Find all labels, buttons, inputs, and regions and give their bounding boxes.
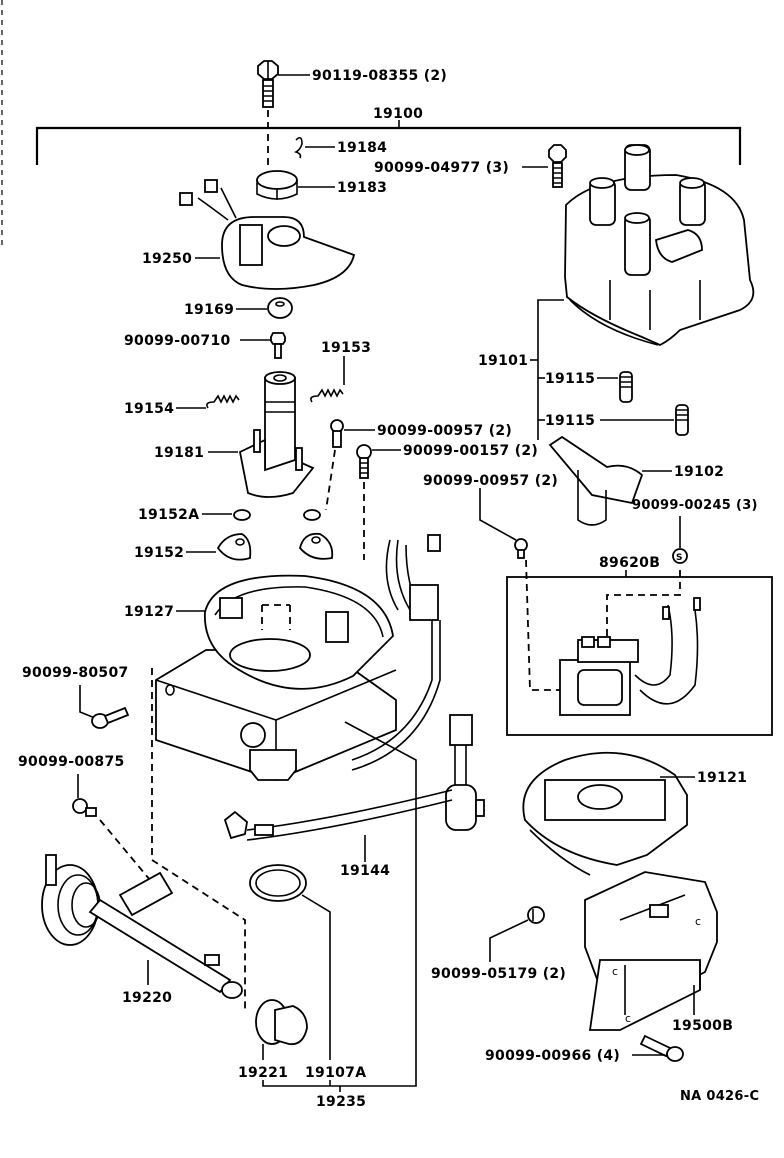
- label-19115-upper: 19115: [545, 371, 595, 387]
- label-19183: 19183: [337, 180, 387, 196]
- shaft-19181[interactable]: 19181: [154, 371, 315, 498]
- screw-90099-00245[interactable]: S 90099-00245 (3): [632, 498, 758, 564]
- label-90099-00157: 90099-00157 (2): [403, 443, 538, 459]
- label-90099-05179: 90099-05179 (2): [431, 966, 566, 982]
- label-89620B: 89620B: [599, 555, 660, 571]
- bolt-90119-08355[interactable]: 90119-08355 (2): [257, 60, 447, 170]
- label-90099-04977: 90099-04977 (3): [374, 160, 509, 176]
- part-19184[interactable]: 19184: [293, 136, 387, 159]
- part-19221[interactable]: 19221: [238, 999, 308, 1081]
- leader-dashed-housing: [151, 668, 246, 1010]
- label-19221: 19221: [238, 1065, 288, 1081]
- label-90099-00245: 90099-00245 (3): [632, 498, 758, 513]
- label-19102: 19102: [674, 464, 724, 480]
- label-19154: 19154: [124, 401, 174, 417]
- part-19250[interactable]: 19250: [142, 179, 356, 290]
- label-19101: 19101: [478, 353, 528, 369]
- part-19121[interactable]: 19121: [522, 751, 747, 876]
- label-19100: 19100: [373, 106, 423, 122]
- o-ring-19107A[interactable]: 19107A: [249, 864, 366, 1081]
- label-19250: 19250: [142, 251, 192, 267]
- label-19181: 19181: [154, 445, 204, 461]
- part-19169[interactable]: 19169: [184, 297, 293, 319]
- label-90099-00966: 90099-00966 (4): [485, 1048, 620, 1064]
- bolt-90099-04977[interactable]: 90099-04977 (3): [374, 144, 567, 188]
- part-19183[interactable]: 19183: [256, 170, 387, 200]
- label-90099-00710: 90099-00710: [124, 333, 231, 349]
- label-19152A: 19152A: [138, 507, 199, 523]
- igniter-89620B[interactable]: 89620B: [506, 555, 773, 736]
- svg-text:c: c: [612, 965, 618, 978]
- screw-90099-00710[interactable]: 90099-00710: [124, 332, 286, 359]
- label-19235: 19235: [316, 1094, 366, 1110]
- screw-90099-00957-upper[interactable]: 90099-00957 (2): [325, 419, 512, 511]
- label-19500B: 19500B: [672, 1018, 733, 1034]
- washer-19152A[interactable]: 19152A: [138, 507, 321, 523]
- screw-90099-00157[interactable]: 90099-00157 (2): [356, 443, 538, 560]
- label-19127: 19127: [124, 604, 174, 620]
- bolt-90099-00875[interactable]: 90099-00875: [18, 754, 151, 881]
- label-90099-00875: 90099-00875: [18, 754, 125, 770]
- distributor-cap-19101[interactable]: 19101: [478, 144, 755, 440]
- assembly-bracket-19235: 19235: [262, 721, 417, 1110]
- svg-text:c: c: [625, 1012, 631, 1025]
- spring-19154[interactable]: 19154: [124, 394, 240, 417]
- diagram-code: NA 0426-C: [680, 1089, 759, 1104]
- wiring-connector-upper[interactable]: [351, 534, 441, 771]
- housing-19127[interactable]: 19127: [124, 574, 397, 781]
- label-19144: 19144: [340, 863, 390, 879]
- label-19184: 19184: [337, 140, 387, 156]
- svg-text:S: S: [676, 553, 682, 563]
- label-19121: 19121: [697, 770, 747, 786]
- label-19169: 19169: [184, 302, 234, 318]
- clip-90099-05179[interactable]: 90099-05179 (2): [431, 906, 566, 982]
- label-19152: 19152: [134, 545, 184, 561]
- vacuum-advance-19220[interactable]: 19220: [41, 854, 243, 1006]
- label-19220: 19220: [122, 990, 172, 1006]
- spring-19153[interactable]: 19153: [310, 340, 371, 403]
- part-19115-upper[interactable]: 19115: [538, 371, 633, 403]
- bolt-90099-80507[interactable]: 90099-80507: [22, 665, 130, 729]
- screw-90099-00966[interactable]: 90099-00966 (4): [485, 1034, 684, 1064]
- assembly-bracket-19100: 19100: [35, 106, 742, 165]
- cord-19144[interactable]: 19144: [223, 810, 390, 879]
- label-19115-lower: 19115: [545, 413, 595, 429]
- label-19153: 19153: [321, 340, 371, 356]
- coil-19500B[interactable]: c c c 19500B: [584, 871, 733, 1034]
- label-90099-80507: 90099-80507: [22, 665, 129, 681]
- screw-90099-00957-lower[interactable]: 90099-00957 (2): [423, 473, 558, 559]
- rotor-19102[interactable]: 19102: [548, 435, 724, 526]
- part-19115-lower[interactable]: 19115: [538, 404, 689, 436]
- label-19107A: 19107A: [305, 1065, 366, 1081]
- label-90099-00957-upper: 90099-00957 (2): [377, 423, 512, 439]
- svg-text:c: c: [695, 915, 701, 928]
- weight-19152[interactable]: 19152: [134, 532, 334, 561]
- label-90099-00957-lower: 90099-00957 (2): [423, 473, 558, 489]
- label-90119-08355: 90119-08355 (2): [312, 68, 447, 84]
